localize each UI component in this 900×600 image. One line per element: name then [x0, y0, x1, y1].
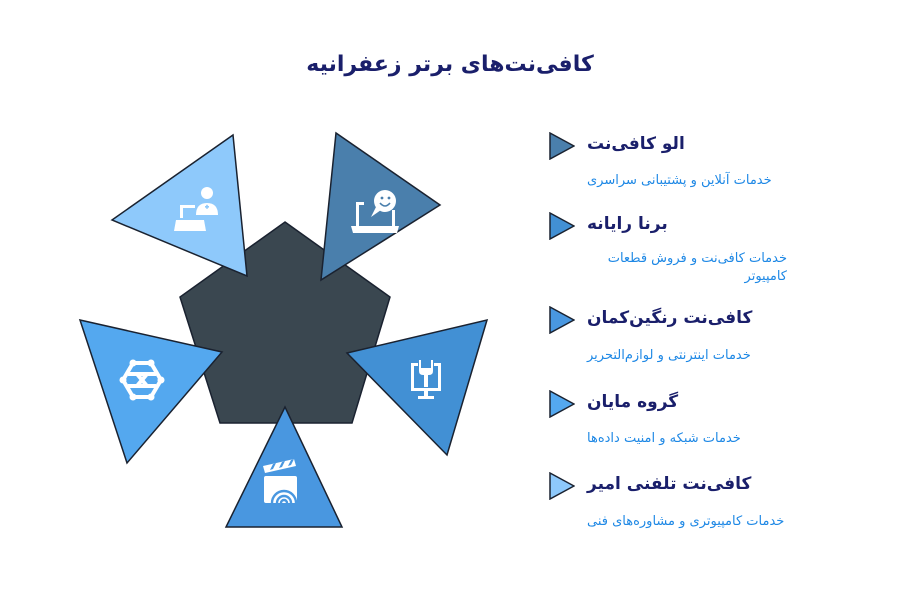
item-name: گروه مایان [587, 392, 679, 412]
laptop-chat-icon [351, 190, 399, 233]
arrow-marker-icon [549, 390, 575, 418]
arrow-marker-icon [549, 306, 575, 334]
segment-monitor-wrench [345, 318, 489, 457]
item-description: خدمات کامپیوتری و مشاوره‌های فنی [587, 514, 785, 529]
support-agent-icon [174, 187, 218, 231]
network-hexagon-icon [119, 359, 165, 401]
segment-laptop-chat [320, 131, 442, 282]
arrow-marker-icon [549, 212, 575, 240]
triangle-monitor-wrench [345, 318, 489, 457]
item-description: خدمات کافی‌نت و فروش قطعات کامپیوتر [607, 251, 787, 284]
item-name: کافی‌نت تلفنی امیر [587, 474, 752, 494]
item-name: برنا رایانه [587, 214, 668, 234]
monitor-wrench-icon [411, 360, 441, 399]
item-name: الو کافی‌نت [587, 134, 685, 154]
item-name: کافی‌نت رنگین‌کمان [587, 308, 753, 328]
item-description: خدمات آنلاین و پشتیبانی سراسری [587, 173, 772, 188]
triangle-network [78, 318, 224, 465]
segment-network [78, 318, 224, 465]
arrow-marker-icon [549, 132, 575, 160]
triangle-support-agent [110, 133, 248, 278]
segment-clapperboard [224, 405, 344, 528]
item-description: خدمات اینترنتی و لوازم‌التحریر [587, 348, 751, 363]
clapperboard-icon [263, 459, 298, 504]
page-title: کافی‌نت‌های برتر زعفرانیه [306, 52, 594, 77]
item-description: خدمات شبکه و امنیت داده‌ها [587, 431, 741, 446]
segment-support-agent [110, 133, 248, 278]
arrow-marker-icon [549, 472, 575, 500]
